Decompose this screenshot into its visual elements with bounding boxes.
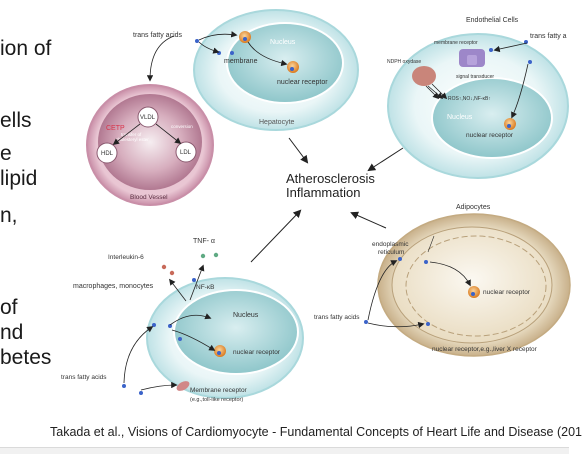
er-label-1: endoplasmic	[372, 241, 409, 248]
adipocytes-title: Adipocytes	[456, 204, 491, 211]
hepatocyte-nucleus-label: Nucleus	[270, 39, 296, 46]
ros-label: ROS↑,NO↓,NF-κB↑	[448, 96, 491, 102]
bottom-bar	[0, 447, 569, 454]
macrophage-nucleus-label: Nucleus	[233, 312, 259, 319]
citation: Takada et al., Visions of Cardiomyocyte …	[50, 425, 582, 439]
blood-vessel: VLDL HDL LDL CETP transfer of cholestery…	[86, 84, 214, 206]
membrane-receptor-label: membrane receptor	[434, 40, 478, 46]
conversion-label: conversion	[171, 124, 193, 129]
slide-text-1: ion of	[0, 37, 52, 60]
ldl-label: LDL	[180, 150, 192, 156]
center-title-line1: Atherosclerosis	[286, 171, 375, 186]
adipocyte-nuclear-receptor-label: nuclear receptor	[483, 289, 531, 296]
tnf-label: TNF- α	[193, 238, 215, 245]
membrane-receptor-label-2: (e.g.,toll-like receptor)	[190, 397, 243, 403]
slide-text-7: nd	[0, 321, 24, 344]
signal-transducer-label: signal transducer	[456, 74, 494, 80]
transfer-label-2: cholesteryl ester	[116, 137, 149, 142]
transfer-label-1: transfer of	[121, 132, 142, 137]
endothelial-nuclear-receptor-icon	[504, 118, 516, 130]
nadph-label: NDPH oxydase	[387, 59, 421, 65]
er-label-2: reticulum	[378, 249, 404, 256]
endothelial-tfa-label: trans fatty a	[530, 33, 567, 40]
macrophage-tfa-label: trans fatty acids	[61, 374, 107, 381]
atherosclerosis-diagram: Nucleus membrane nuclear receptor Hepato…	[61, 9, 571, 403]
slide-text-5: n,	[0, 204, 18, 227]
slide-text-6: of	[0, 296, 18, 319]
hepatocyte-membrane-label: membrane	[224, 58, 258, 65]
center-title-line2: Inflammation	[286, 185, 360, 200]
cetp-label: CETP	[106, 125, 125, 132]
hepatocyte-title: Hepatocyte	[259, 119, 295, 126]
hepatocyte-tfa-label: trans fatty acids	[133, 32, 183, 39]
slide-text-4: lipid	[0, 167, 38, 190]
interleukin-label: Interleukin-6	[108, 254, 144, 261]
endothelial-nuclear-receptor-label: nuclear receptor	[466, 132, 514, 139]
nfkb-label: NF-κB	[196, 284, 214, 291]
slide-text-3: e	[0, 142, 12, 165]
nadph-oxidase-icon	[412, 66, 436, 86]
hepatocyte-nuclear-receptor-label: nuclear receptor	[277, 79, 328, 86]
hdl-label: HDL	[101, 151, 114, 157]
macrophage-cell: TNF- α Interleukin-6 macrophages, monocy…	[61, 238, 304, 403]
membrane-receptor-label-1: Membrane receptor	[190, 387, 248, 394]
slide-text-2: ells	[0, 109, 32, 132]
hepatocyte-cell: Nucleus membrane nuclear receptor Hepato…	[133, 9, 359, 131]
adipocyte-nuclear-receptor-icon	[468, 286, 480, 298]
macrophages-label: macrophages, monocytes	[73, 283, 154, 290]
arrow-macrophage-to-center	[250, 209, 302, 263]
vldl-label: VLDL	[140, 115, 156, 121]
hepatocyte-nuclear-receptor-icon	[287, 61, 299, 73]
liver-x-receptor-label: nuclear receptor,e.g.,liver X receptor	[432, 346, 538, 353]
toll-like-receptor-icon	[176, 381, 190, 391]
adipocyte-tfa-label: trans fatty acids	[314, 314, 360, 321]
macrophage-nuclear-receptor-label: nuclear receptor	[233, 349, 281, 356]
adipocyte-cell: Adipocytes endoplasmic reticulum nuclear…	[314, 204, 571, 357]
endothelial-nucleus-label: Nucleus	[447, 114, 473, 121]
macrophage-nuclear-receptor-icon	[214, 345, 226, 357]
endothelial-cell: Endothelial Cells membrane receptor sign…	[387, 17, 569, 179]
endothelial-title: Endothelial Cells	[466, 17, 519, 24]
arrow-endothelial-to-center	[367, 147, 404, 172]
blood-vessel-title: Blood Vessel	[130, 194, 168, 201]
arrow-hepatocyte-to-center	[288, 137, 309, 164]
arrow-adipocyte-to-center	[350, 211, 387, 229]
slide-text-8: betes	[0, 346, 52, 369]
